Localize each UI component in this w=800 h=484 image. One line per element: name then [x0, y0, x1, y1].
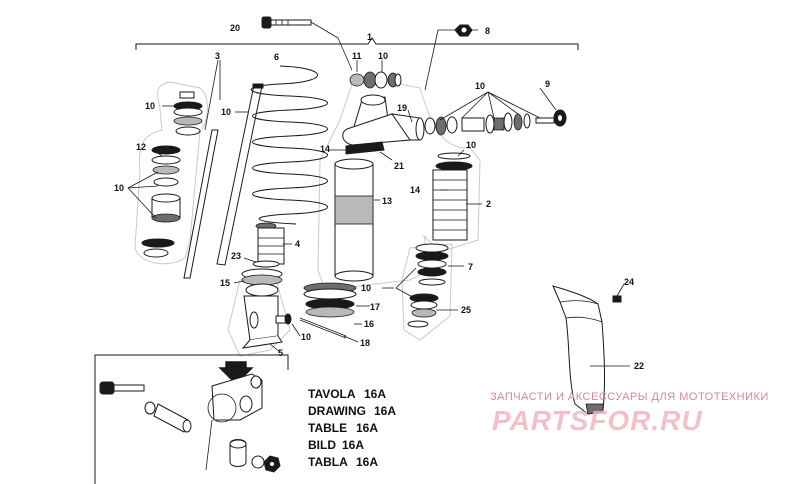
- mudguard-22: [552, 283, 630, 415]
- callout-numbers: 1 2 3 4 5 6 7 8 9 10 10 10 10 10 10 10 1…: [114, 23, 644, 371]
- group-1-bracket: [135, 37, 579, 50]
- watermark: ЗАПЧАСТИ И АКСЕССУАРЫ ДЛЯ МОТОТЕХНИКИ PA…: [490, 391, 769, 436]
- zone-left-parts: [134, 81, 208, 265]
- bolt-20: [261, 16, 353, 71]
- callout-12: 12: [136, 142, 146, 152]
- callout-14-b: 14: [410, 185, 420, 195]
- drawing-table-labels: TAVOLA 16A DRAWING 16A TABLE 16A BILD 16…: [308, 387, 396, 469]
- bump-stop-2: [432, 152, 473, 241]
- right-component-stack: [395, 243, 449, 328]
- table-label-word-5: TABLA: [308, 455, 348, 469]
- table-label-word-4: BILD: [308, 438, 336, 452]
- callout-10-b: 10: [221, 107, 231, 117]
- callout-3: 3: [215, 51, 220, 61]
- callout-10-c: 10: [114, 183, 124, 193]
- table-label-code-5: 16A: [356, 455, 378, 469]
- callout-23: 23: [231, 251, 241, 261]
- leader-8b: [424, 29, 439, 91]
- callout-17: 17: [370, 302, 380, 312]
- callout-10-g: 10: [361, 283, 371, 293]
- callout-25: 25: [461, 305, 471, 315]
- shaft-3: [183, 59, 264, 279]
- callout-2: 2: [486, 199, 491, 209]
- callout-22: 22: [634, 361, 644, 371]
- left-component-stack: [127, 91, 203, 258]
- callout-15: 15: [220, 278, 230, 288]
- watermark-tagline: ЗАПЧАСТИ И АКСЕССУАРЫ ДЛЯ МОТОТЕХНИКИ: [490, 391, 769, 403]
- callout-10-h: 10: [301, 332, 311, 342]
- callout-13: 13: [382, 196, 392, 206]
- callout-6: 6: [274, 52, 279, 62]
- callout-10-d: 10: [378, 51, 388, 61]
- callout-7: 7: [468, 262, 473, 272]
- callout-10-e: 10: [475, 81, 485, 91]
- callout-21: 21: [394, 161, 404, 171]
- table-label-code-3: 16A: [356, 421, 378, 435]
- callout-24: 24: [624, 277, 634, 287]
- callout-5: 5: [278, 348, 283, 358]
- clevis-5: [241, 283, 292, 349]
- spring-6: [250, 65, 328, 225]
- callout-20: 20: [230, 23, 240, 33]
- callout-8: 8: [485, 26, 490, 36]
- table-label-code-1: 16A: [364, 387, 386, 401]
- callout-10-f: 10: [466, 140, 476, 150]
- table-label-word-2: DRAWING: [308, 404, 366, 418]
- nut-8: [454, 24, 473, 37]
- table-label-code-4: 16A: [342, 438, 364, 452]
- top-bushing-group: [349, 60, 402, 89]
- leader-lines: [153, 105, 482, 353]
- shock-body-13: [334, 94, 425, 282]
- table-label-word-3: TABLE: [308, 421, 347, 435]
- callout-11: 11: [352, 51, 362, 61]
- table-label-word-1: TAVOLA: [308, 387, 356, 401]
- damper-valve-stack: [424, 87, 567, 136]
- lower-rings: [299, 282, 357, 339]
- callout-19: 19: [397, 103, 407, 113]
- detail-inset: [94, 354, 289, 484]
- callout-9: 9: [545, 79, 550, 89]
- watermark-brand: PARTSFOR.RU: [492, 405, 703, 436]
- table-label-code-2: 16A: [374, 404, 396, 418]
- spring-seat-parts: [241, 222, 285, 286]
- callout-10-a: 10: [145, 101, 155, 111]
- zone-right-parts: [401, 243, 453, 341]
- callout-14-a: 14: [320, 144, 330, 154]
- callout-18: 18: [360, 338, 370, 348]
- callout-16: 16: [364, 319, 374, 329]
- callout-4: 4: [295, 239, 300, 249]
- callout-1: 1: [367, 32, 372, 42]
